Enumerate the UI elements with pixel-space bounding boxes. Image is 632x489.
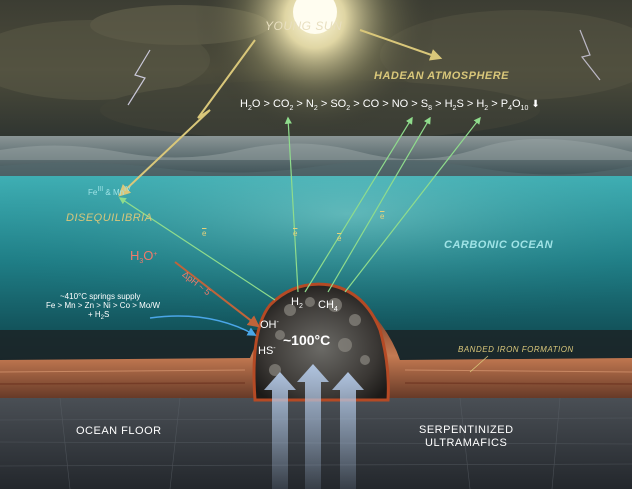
atmosphere-separator: > [379, 98, 392, 110]
hydrothermal-flow [264, 364, 364, 489]
hydronium-charge: + [153, 251, 158, 258]
springs-line-1: ~410°C springs supply [60, 292, 141, 301]
h2-sub: 2 [298, 303, 303, 310]
iron-symbol: Fe [88, 188, 98, 197]
h2-symbol: H [291, 296, 299, 308]
electron-arrow-2 [284, 116, 299, 293]
delta-ph-arrow [174, 261, 260, 328]
hs-symbol: HS [258, 345, 274, 357]
springs-line-2: Fe > Mn > Zn > Ni > Co > Mo/W [46, 301, 161, 310]
atmosphere-species: SO2 [330, 98, 351, 113]
iron-oxidation: III [97, 186, 104, 193]
atmosphere-species: P4O10 [500, 98, 529, 113]
oh-label: OH- [260, 319, 279, 331]
banded-iron-label: BANDED IRON FORMATION [458, 345, 574, 354]
hs-charge: - [273, 345, 276, 352]
serpentinized-label-2: ULTRAMAFICS [425, 437, 508, 449]
sun-to-ocean-arrow [118, 39, 256, 197]
springs-line-3: + H2S [88, 310, 110, 322]
atmosphere-separator: > [317, 98, 331, 110]
electron-arrow-1 [118, 197, 276, 301]
atmosphere-series-text: H2O > CO2 > N2 > SO2 > CO > NO > S8 > H2… [240, 98, 529, 113]
metals-label: FeIII & MnIV [88, 186, 131, 197]
sun-to-atmosphere-arrow [359, 29, 443, 61]
hydronium-h: H [130, 248, 140, 263]
lightning-right [579, 29, 601, 81]
h2-label: H2 [291, 296, 303, 311]
young-sun-label: YOUNG SUN [265, 19, 343, 33]
atmosphere-species: H2S [444, 98, 464, 113]
atmosphere-separator: > [463, 98, 477, 110]
electron-label-1: e [202, 229, 207, 238]
atmosphere-separator: > [260, 98, 273, 110]
hydronium-label: H3O+ [130, 248, 158, 265]
springs-arrow [149, 315, 257, 336]
electron-arrow-3 [304, 116, 413, 293]
atmosphere-species: CO [362, 98, 380, 110]
ch4-label: CH4 [318, 299, 338, 314]
metals-ampersand: & [103, 188, 113, 197]
temperature-label: ~100°C [283, 332, 331, 348]
electron-arrow-5 [344, 116, 481, 293]
manganese-symbol: Mn [112, 188, 125, 197]
atmosphere-separator: > [488, 98, 501, 110]
electron-label-2: e [293, 229, 298, 238]
hydronium-sub: 3 [139, 258, 144, 265]
atmosphere-separator: > [408, 98, 421, 110]
atmosphere-species: CO2 [272, 98, 294, 113]
oh-charge: - [276, 319, 279, 326]
lightning-left [127, 49, 151, 106]
atmosphere-series: H2O > CO2 > N2 > SO2 > CO > NO > S8 > H2… [240, 98, 540, 113]
carbonic-ocean-label: CARBONIC OCEAN [444, 239, 554, 251]
hs-label: HS- [258, 345, 276, 357]
down-arrow-icon: ⬇ [531, 99, 540, 110]
electron-arrow-4 [327, 116, 431, 293]
electron-label-3: e [337, 234, 342, 243]
springs-s: S [104, 310, 110, 319]
ch4-sub: 4 [333, 306, 338, 313]
manganese-oxidation: IV [124, 186, 131, 193]
atmosphere-separator: > [350, 98, 363, 110]
electron-label-4: e [380, 212, 385, 221]
atmosphere-species: NO [391, 98, 409, 110]
hydronium-o: O [143, 248, 154, 263]
ocean-floor-label: OCEAN FLOOR [76, 425, 162, 437]
oh-symbol: OH [260, 319, 277, 331]
springs-sub: 2 [100, 315, 105, 321]
atmosphere-species: H2O [240, 98, 261, 113]
atmosphere-species: S8 [420, 98, 433, 113]
hadean-atmosphere-label: HADEAN ATMOSPHERE [374, 70, 510, 82]
springs-plus-h: + H [88, 310, 101, 319]
atmosphere-separator: > [432, 98, 445, 110]
ch4-symbol: CH [318, 299, 334, 311]
sun [293, 0, 337, 34]
atmosphere-species: H2 [476, 98, 489, 113]
disequilibria-label: DISEQUILIBRIA [66, 212, 153, 224]
atmosphere-species: N2 [305, 98, 318, 113]
atmosphere-separator: > [293, 98, 306, 110]
serpentinized-label-1: SERPENTINIZED [419, 424, 514, 436]
